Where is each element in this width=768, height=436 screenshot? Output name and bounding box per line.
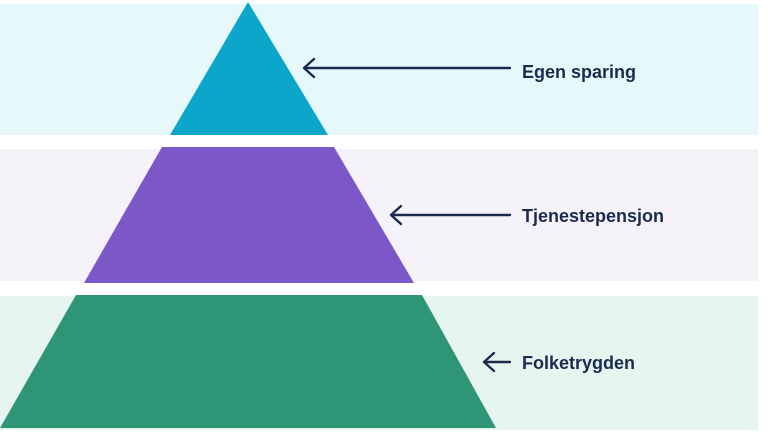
tier-label-egen-sparing: Egen sparing (522, 62, 637, 82)
band-egen-sparing (0, 4, 758, 135)
tier-folketrygden-shape (0, 295, 496, 428)
tier-tjenestepensjon-shape (84, 147, 414, 283)
tier-label-folketrygden: Folketrygden (522, 353, 636, 373)
arrow-egen-sparing (302, 57, 512, 79)
tier-label-tjenestepensjon: Tjenestepensjon (522, 206, 665, 226)
arrow-tjenestepensjon (389, 204, 512, 226)
arrow-folketrygden (482, 351, 512, 373)
tier-egen-sparing-shape (170, 2, 328, 135)
